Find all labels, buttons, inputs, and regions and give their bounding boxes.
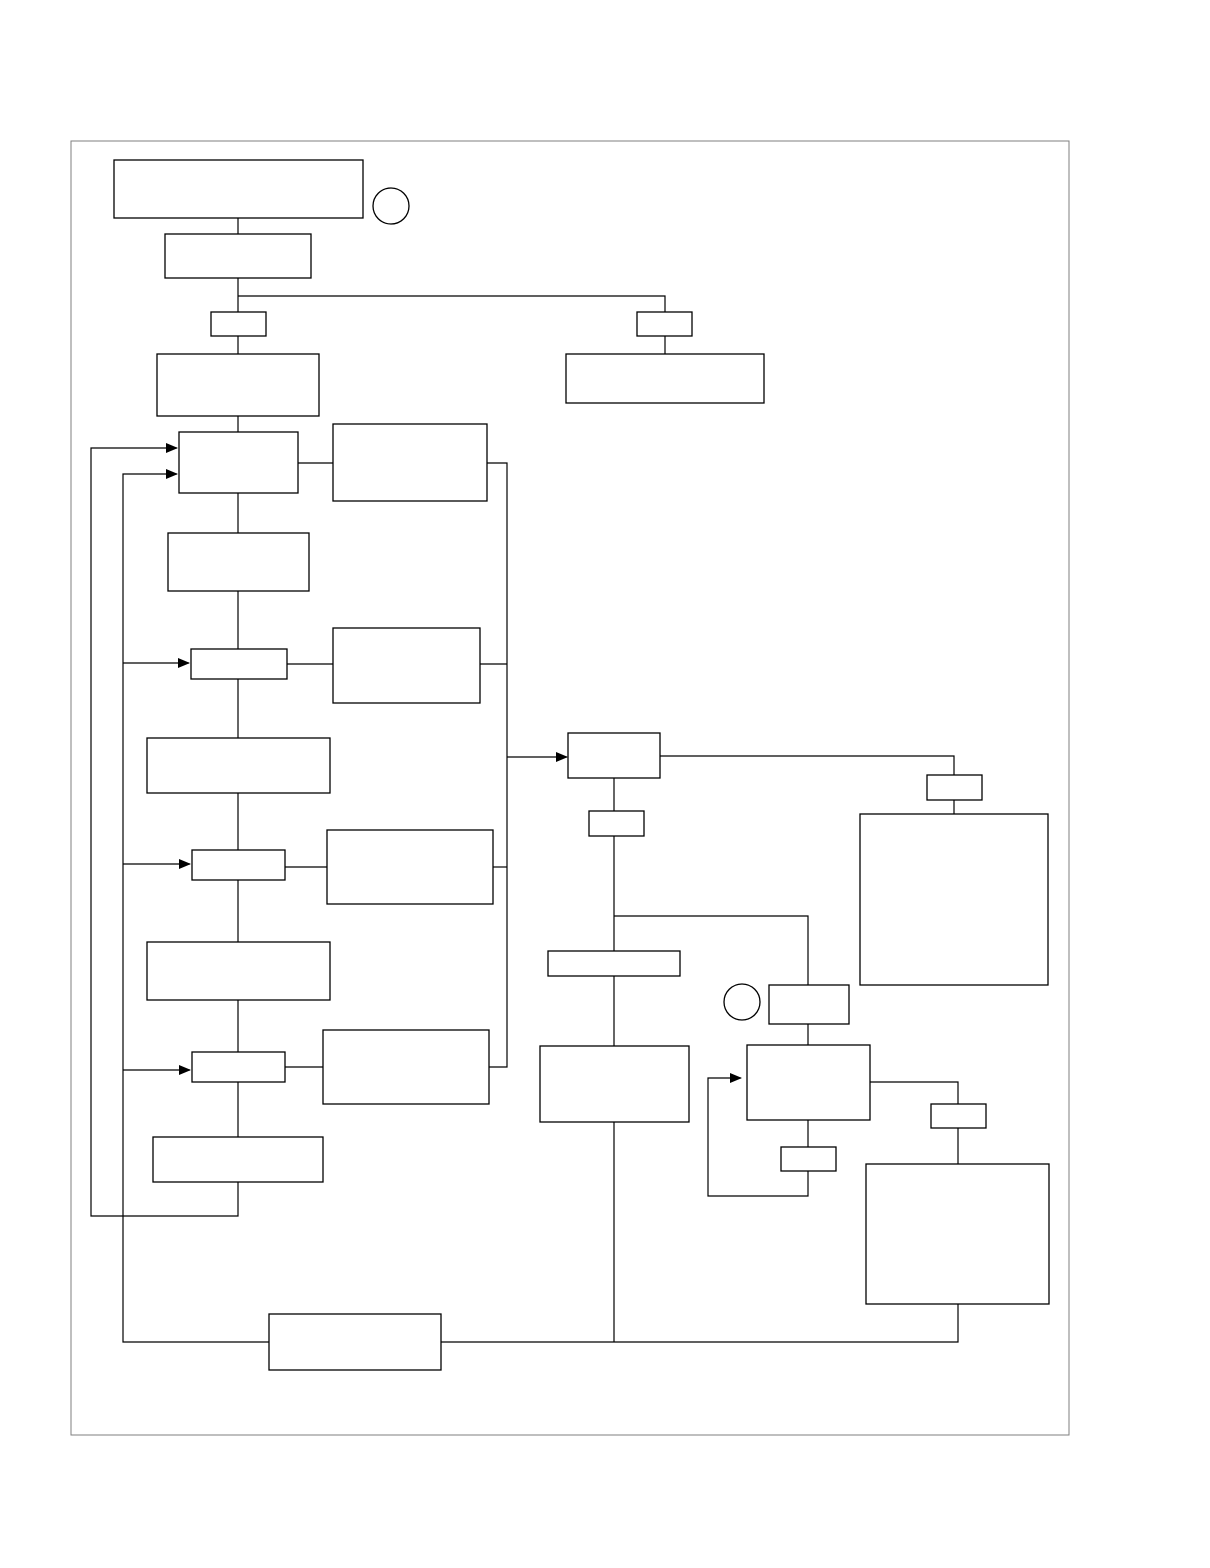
decision-label-3 bbox=[191, 1051, 286, 1083]
side-box-1 bbox=[332, 423, 488, 502]
connector bbox=[660, 755, 955, 775]
step-box-1 bbox=[164, 233, 312, 279]
retry-box bbox=[746, 1044, 871, 1121]
connector bbox=[487, 462, 508, 1068]
decision-label-2 bbox=[191, 849, 286, 881]
side-box-4 bbox=[322, 1029, 490, 1105]
diagram-frame bbox=[70, 140, 1070, 1436]
wide-label-box bbox=[547, 950, 681, 977]
side-box-3 bbox=[326, 829, 494, 905]
decision-label-1 bbox=[190, 648, 288, 680]
nodes bbox=[113, 159, 1050, 1371]
connector bbox=[441, 1304, 959, 1343]
process-box-lower bbox=[539, 1045, 690, 1123]
branch-label-left bbox=[210, 311, 267, 337]
connector bbox=[614, 915, 809, 985]
connector bbox=[238, 295, 666, 312]
retry-branch-label-right bbox=[930, 1103, 987, 1129]
connectors bbox=[90, 218, 959, 1343]
loop-box-1 bbox=[178, 431, 299, 494]
top-title-box bbox=[113, 159, 364, 219]
marker-circle-2 bbox=[723, 983, 761, 1021]
branch-label-right bbox=[636, 311, 693, 337]
step-box-2 bbox=[156, 353, 320, 417]
connector bbox=[870, 1081, 959, 1104]
side-box-2 bbox=[332, 627, 481, 704]
loop-connector bbox=[90, 443, 239, 1217]
return-connector bbox=[122, 469, 269, 1343]
outcome-box-large-1 bbox=[859, 813, 1049, 986]
merge-box bbox=[567, 732, 661, 779]
retry-loop bbox=[707, 1073, 809, 1197]
marker-circle-1 bbox=[372, 187, 410, 225]
outcome-box-large-2 bbox=[865, 1163, 1050, 1305]
return-box bbox=[268, 1313, 442, 1371]
step-box-6 bbox=[152, 1136, 324, 1183]
step-box-3 bbox=[167, 532, 310, 592]
step-box-5 bbox=[146, 941, 331, 1001]
merge-branch-label-down bbox=[588, 810, 645, 837]
retry-branch-label-down bbox=[780, 1146, 837, 1172]
small-step-box bbox=[768, 984, 850, 1025]
step-box-4 bbox=[146, 737, 331, 794]
merge-branch-label-right bbox=[926, 774, 983, 801]
terminal-box-right bbox=[565, 353, 765, 404]
